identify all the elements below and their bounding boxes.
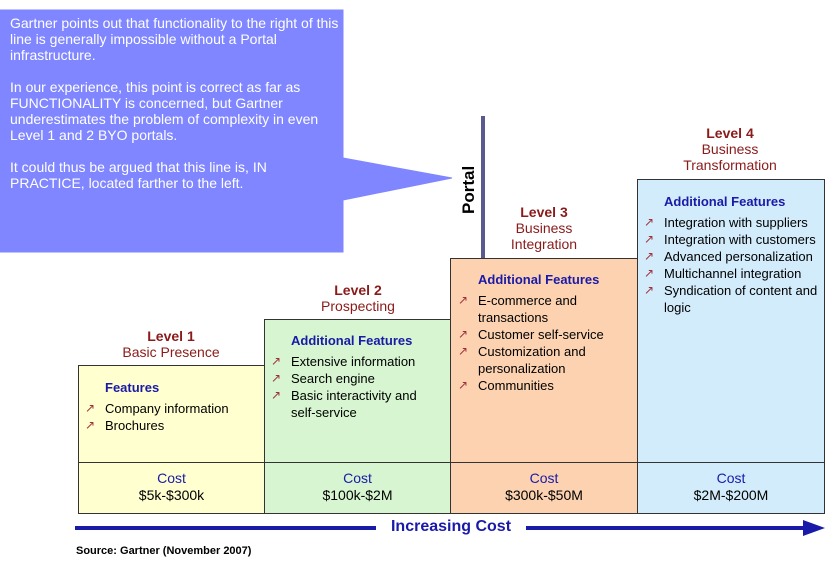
feature-item-label: Syndication of content and logic — [664, 283, 818, 315]
portal-line — [481, 116, 485, 258]
feature-item-label: Customer self-service — [478, 327, 604, 342]
feature-item: ↗ Integration with suppliers — [644, 214, 819, 231]
level-4-box — [637, 179, 825, 463]
arrow-bullet-icon: ↗ — [271, 354, 282, 368]
feature-item-label: Customization and personalization — [478, 344, 586, 376]
feature-item: ↗ Company information — [85, 400, 260, 417]
feature-item-label: Integration with customers — [664, 232, 816, 247]
feature-item: ↗ Syndication of content and logic — [644, 282, 819, 316]
callout-paragraph-2: In our experience, this point is correct… — [10, 79, 319, 143]
feature-item: ↗ Basic interactivity and self-service — [271, 387, 443, 421]
callout-text: Gartner points out that functionality to… — [10, 15, 345, 207]
feature-item-label: Communities — [478, 378, 554, 393]
arrow-bullet-icon: ↗ — [85, 401, 96, 415]
feature-item-label: Brochures — [105, 418, 165, 433]
level-4-number: Level 4 — [706, 125, 754, 141]
feature-item: ↗ Customer self-service — [458, 326, 633, 343]
feature-item-label: Advanced personalization — [664, 249, 813, 264]
feature-item-label: E-commerce and transactions — [478, 293, 577, 325]
callout-paragraph-3: It could thus be argued that this line i… — [10, 159, 267, 191]
level-2-features: Additional Features ↗ Extensive informati… — [271, 332, 443, 421]
level-2-cost: Cost $100k-$2M — [264, 462, 451, 514]
level-1-number: Level 1 — [147, 328, 195, 344]
arrow-bullet-icon: ↗ — [458, 378, 469, 392]
feature-item-label: Company information — [105, 401, 229, 416]
cost-label: Cost — [529, 470, 559, 486]
feature-item-label: Basic interactivity and self-service — [291, 388, 417, 420]
cost-value: $300k-$50M — [505, 487, 583, 503]
arrow-bullet-icon: ↗ — [458, 344, 469, 358]
feature-item: ↗ Integration with customers — [644, 231, 819, 248]
level-4-name-line-2: Transformation — [683, 157, 777, 173]
feature-item: ↗ E-commerce and transactions — [458, 292, 633, 326]
cost-label: Cost — [716, 470, 746, 486]
arrow-bullet-icon: ↗ — [644, 283, 655, 297]
feature-item: ↗ Customization and personalization — [458, 343, 633, 377]
feature-item: ↗ Communities — [458, 377, 633, 394]
feature-item-label: Search engine — [291, 371, 375, 386]
arrow-bullet-icon: ↗ — [644, 215, 655, 229]
level-4-name-line-1: Business — [701, 141, 759, 157]
level-3-name-line-2: Integration — [510, 236, 578, 252]
cost-label: Cost — [343, 470, 372, 486]
arrow-bullet-icon: ↗ — [85, 418, 96, 432]
level-4-features: Additional Features ↗ Integration with su… — [644, 193, 819, 316]
level-3-box — [450, 258, 638, 463]
source-note: Source: Gartner (November 2007) — [76, 545, 252, 557]
callout-paragraph-1: Gartner points out that functionality to… — [10, 15, 339, 63]
level-2-name: Prospecting — [321, 298, 395, 314]
feature-item: ↗ Multichannel integration — [644, 265, 819, 282]
level-4-cost: Cost $2M-$200M — [637, 462, 825, 514]
level-1-cost: Cost $5k-$300k — [78, 462, 265, 514]
feature-item-label: Extensive information — [291, 354, 416, 369]
increasing-cost-label: Increasing Cost — [376, 518, 526, 538]
level-3-number: Level 3 — [520, 204, 568, 220]
level-2-features-heading: Additional Features — [291, 333, 413, 348]
feature-item: ↗ Extensive information — [271, 353, 443, 370]
level-4-features-heading: Additional Features — [664, 194, 786, 209]
level-1-title: Level 1 Basic Presence — [78, 328, 264, 360]
level-3-features-heading: Additional Features — [478, 272, 600, 287]
level-3-name-line-1: Business — [515, 220, 573, 236]
arrow-bullet-icon: ↗ — [458, 293, 469, 307]
level-2-title: Level 2 Prospecting — [265, 282, 451, 314]
level-1-features: Features ↗ Company information ↗ Brochures — [85, 379, 260, 434]
arrow-bullet-icon: ↗ — [271, 388, 282, 402]
arrow-bullet-icon: ↗ — [458, 327, 469, 341]
cost-value: $100k-$2M — [322, 487, 393, 503]
arrow-bullet-icon: ↗ — [644, 266, 655, 280]
level-3-features: Additional Features ↗ E-commerce and tran… — [458, 271, 633, 394]
cost-label: Cost — [157, 470, 186, 486]
feature-item-label: Multichannel integration — [664, 266, 802, 281]
cost-value: $5k-$300k — [138, 487, 205, 503]
arrow-bullet-icon: ↗ — [644, 249, 655, 263]
arrow-bullet-icon: ↗ — [271, 371, 282, 385]
level-1-box — [78, 365, 265, 463]
cost-value: $2M-$200M — [693, 487, 769, 503]
feature-item: ↗ Brochures — [85, 417, 260, 434]
level-3-title: Level 3 Business Integration — [451, 204, 637, 252]
level-3-cost: Cost $300k-$50M — [450, 462, 638, 514]
level-1-features-heading: Features — [105, 380, 160, 395]
feature-item: ↗ Advanced personalization — [644, 248, 819, 265]
level-1-name: Basic Presence — [122, 344, 220, 360]
level-4-title: Level 4 Business Transformation — [637, 125, 823, 173]
feature-item-label: Integration with suppliers — [664, 215, 808, 230]
arrow-bullet-icon: ↗ — [644, 232, 655, 246]
level-2-number: Level 2 — [334, 282, 382, 298]
feature-item: ↗ Search engine — [271, 370, 443, 387]
